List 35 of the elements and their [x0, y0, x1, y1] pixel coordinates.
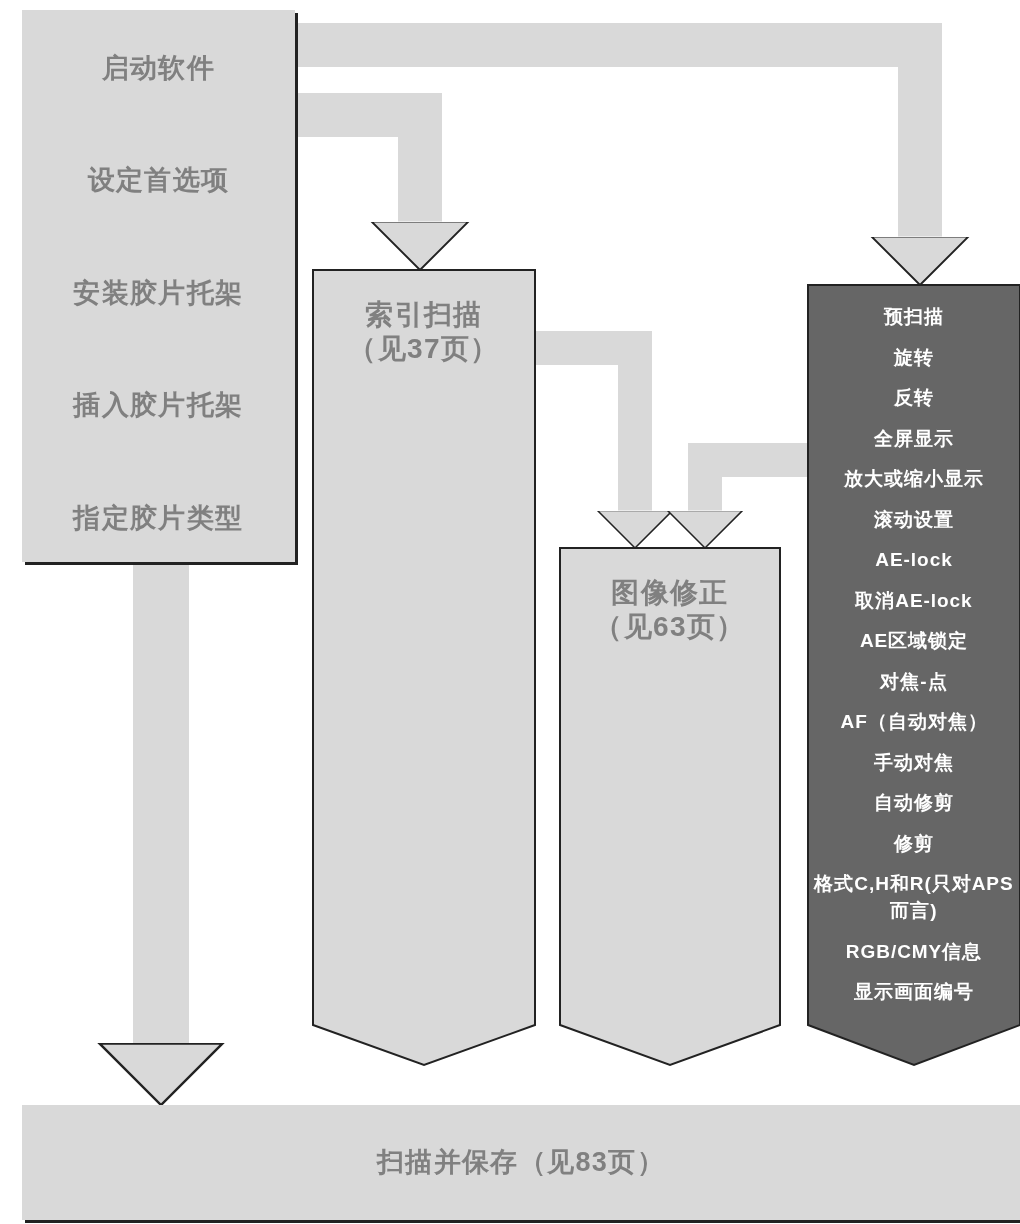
flow-arrow	[98, 562, 224, 1107]
feature-label: AE区域锁定	[859, 629, 969, 653]
step-label: 图像修正	[611, 576, 729, 610]
step-label: 启动软件	[101, 52, 216, 85]
process-box	[22, 1105, 1020, 1220]
page-reference: （见37页）	[348, 332, 500, 366]
feature-label: 手动对焦	[874, 750, 954, 775]
feature-label: AF（自动对焦）	[840, 710, 988, 734]
feature-label: 自动修剪	[874, 791, 954, 815]
step-label: 设定首选项	[87, 164, 230, 198]
step-arrow-box	[808, 285, 1020, 1065]
flow-arrow	[295, 23, 970, 286]
feature-label: 预扫描	[884, 305, 944, 329]
step-arrow-box	[560, 548, 780, 1065]
step-label: 扫描并保存（见83页）	[377, 1146, 665, 1180]
flow-arrow	[666, 443, 808, 549]
feature-label: RGB/CMY信息	[845, 939, 983, 964]
step-label: 插入胶片托架	[73, 389, 244, 423]
feature-label: 反转	[894, 386, 934, 410]
feature-label: 放大或缩小显示	[844, 467, 984, 491]
feature-label: 取消AE-lock	[855, 588, 973, 613]
feature-label: 修剪	[894, 831, 934, 856]
step-label: 索引扫描	[365, 298, 483, 332]
feature-label: 格式C,H和R(只对APS而言)	[812, 872, 1015, 923]
feature-label: 全屏显示	[874, 426, 954, 451]
process-box	[22, 10, 295, 562]
feature-label: 旋转	[894, 345, 934, 370]
feature-label: 显示画面编号	[854, 980, 974, 1004]
step-label: 安装胶片托架	[73, 276, 244, 310]
feature-label: AE-lock	[875, 548, 953, 572]
flow-arrow	[295, 93, 470, 271]
feature-label: 滚动设置	[874, 507, 954, 532]
page-reference: （见63页）	[594, 610, 746, 644]
step-label: 指定胶片类型	[73, 501, 244, 535]
feature-label: 对焦-点	[880, 669, 948, 694]
